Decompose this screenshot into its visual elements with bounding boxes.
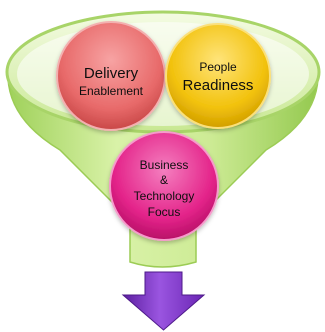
business-technology-focus-circle: Business & Technology Focus [109, 131, 219, 241]
business-label-line4: Focus [148, 205, 181, 219]
delivery-label-line1: Delivery [84, 65, 139, 82]
people-label-line2: Readiness [183, 77, 254, 94]
business-label-line3: Technology [134, 189, 195, 203]
people-label-line1: People [199, 60, 237, 74]
delivery-label-line2: Enablement [79, 84, 144, 98]
down-arrow-icon [121, 271, 206, 331]
people-readiness-circle: People Readiness [165, 23, 271, 129]
delivery-enablement-circle: Delivery Enablement [56, 21, 166, 131]
business-label-line1: Business [140, 158, 189, 172]
business-label-line2: & [160, 173, 168, 187]
